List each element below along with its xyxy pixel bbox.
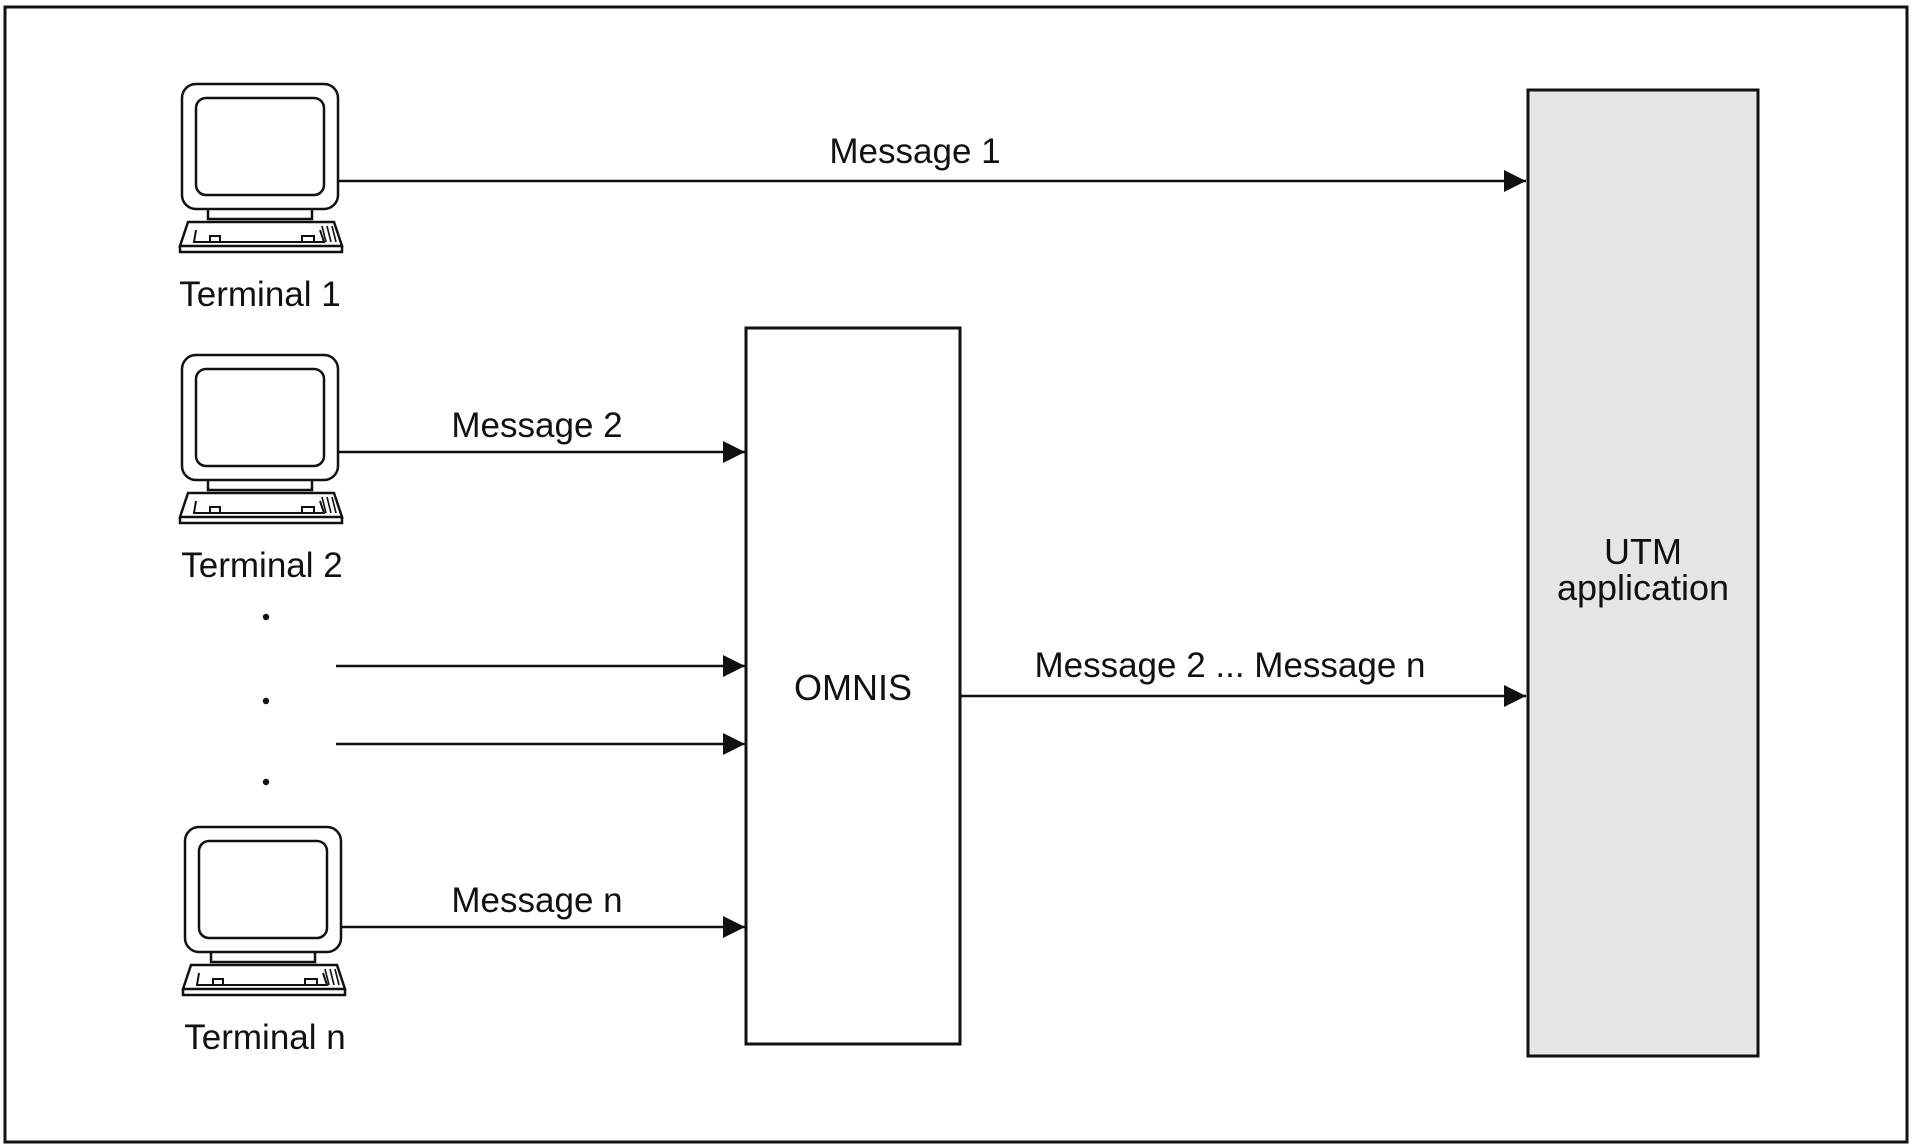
ellipsis-dots bbox=[262, 613, 270, 786]
omnis-label: OMNIS bbox=[794, 667, 912, 708]
terminal-n-icon bbox=[181, 825, 347, 997]
utm-label-line2: application bbox=[1557, 567, 1729, 608]
terminal-2-icon bbox=[178, 353, 344, 525]
terminal-1-label: Terminal 1 bbox=[179, 275, 340, 314]
terminal-2-label: Terminal 2 bbox=[181, 546, 342, 585]
message-2-to-n-label: Message 2 ... Message n bbox=[1034, 646, 1425, 685]
message-1-label: Message 1 bbox=[829, 132, 1000, 171]
utm-label-line1: UTM bbox=[1604, 531, 1682, 572]
message-n-label: Message n bbox=[451, 881, 622, 920]
terminal-1: Terminal 1 bbox=[178, 82, 344, 314]
message-2-label: Message 2 bbox=[451, 406, 622, 445]
utm-application-box: UTM application bbox=[1526, 88, 1760, 1058]
terminal-n-label: Terminal n bbox=[184, 1018, 345, 1057]
omnis-box: OMNIS bbox=[744, 326, 962, 1046]
terminal-1-icon bbox=[178, 82, 344, 254]
terminal-n: Terminal n bbox=[181, 825, 347, 1057]
terminal-2: Terminal 2 bbox=[178, 353, 344, 585]
